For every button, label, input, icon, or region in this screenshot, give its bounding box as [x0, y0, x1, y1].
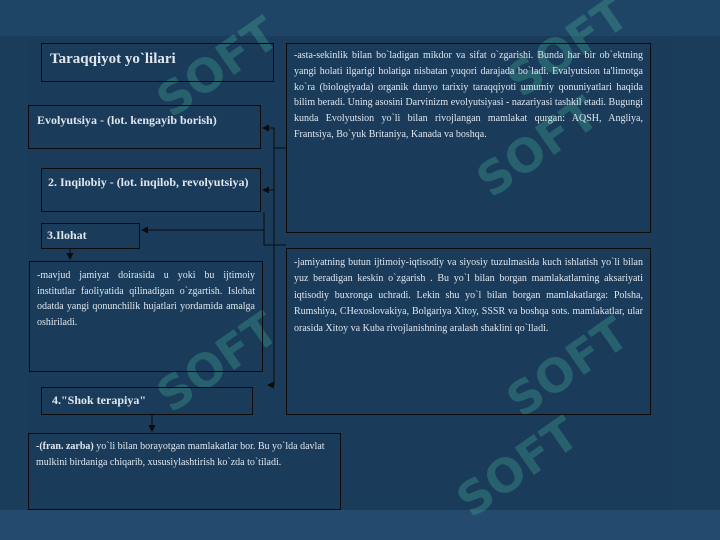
evolution-node: Evolyutsiya - (lot. kengayib borish): [28, 105, 261, 149]
top-band: [0, 0, 720, 36]
revolution-node: 2. Inqilobiy - (lot. inqilob, revolyutsi…: [41, 168, 261, 212]
slide-title: Taraqqiyot yo`lilari: [41, 43, 274, 82]
shock-text: yo`li bilan borayotgan mamlakatlar bor. …: [36, 441, 325, 468]
reform-node: 3.Ilohat: [41, 223, 140, 249]
revolution-description: -jamiyatning butun ijtimoiy-iqtisodiy va…: [286, 248, 651, 415]
arrow-to-shock: [267, 230, 275, 389]
reform-description: -mavjud jamiyat doirasida u yoki bu ijti…: [29, 261, 263, 372]
bottom-band: [0, 510, 720, 540]
slide-canvas: [28, 36, 674, 512]
evolution-description: -asta-sekinlik bilan bo`ladigan mikdor v…: [286, 43, 651, 233]
shock-therapy-node: 4."Shok terapiya": [41, 387, 253, 415]
shock-therapy-description: -(fran. zarba) yo`li bilan borayotgan ma…: [28, 433, 341, 510]
shock-term: -(fran. zarba): [36, 441, 94, 452]
arrow-to-evolution: [262, 124, 286, 149]
